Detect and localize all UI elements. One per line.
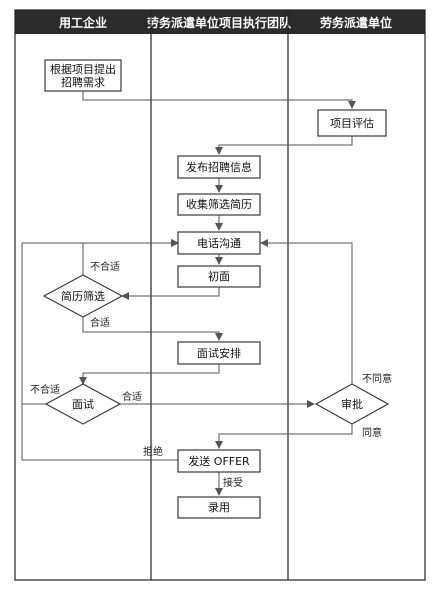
diagram-frame xyxy=(14,9,426,581)
decision-approval-label: 审批 xyxy=(341,397,363,411)
label-screen-reject: 不合适 xyxy=(90,260,120,273)
label-offer-refuse: 拒绝 xyxy=(143,445,163,458)
edge-offer-refuse xyxy=(21,404,178,461)
label-approve-reject: 不同意 xyxy=(362,372,392,385)
edge-first-to-screen xyxy=(121,287,220,300)
node-collect-label: 收集筛选简历 xyxy=(186,197,252,211)
label-offer-accept: 接受 xyxy=(223,476,243,489)
node-arrange-interview[interactable]: 面试安排 xyxy=(177,341,261,365)
edge-arrange-to-interview xyxy=(79,364,220,385)
node-hire-label: 录用 xyxy=(208,501,230,514)
edges xyxy=(21,91,356,496)
lane-title-dispatch: 劳务派遣单位 xyxy=(320,15,392,30)
node-arrange-label: 面试安排 xyxy=(197,346,241,360)
node-propose-line1: 根据项目提出 xyxy=(50,62,116,76)
decision-screen-label: 简历筛选 xyxy=(61,289,105,303)
lane-header-bar: 用工企业 劳务派遣单位项目执行团队 劳务派遣单位 xyxy=(15,10,425,34)
node-propose-demand[interactable]: 根据项目提出 招聘需求 xyxy=(44,59,122,92)
edge-screen-pass xyxy=(82,317,223,341)
label-approve-pass: 同意 xyxy=(362,426,382,439)
lane-title-team: 劳务派遣单位项目执行团队 xyxy=(147,15,292,30)
lane-title-enterprise: 用工企业 xyxy=(58,15,107,30)
node-project-evaluation[interactable]: 项目评估 xyxy=(317,109,387,137)
node-publish-recruitment[interactable]: 发布招聘信息 xyxy=(177,155,261,179)
decision-interview[interactable]: 面试 xyxy=(44,383,122,425)
node-propose-line2: 招聘需求 xyxy=(61,75,105,89)
header-background xyxy=(15,10,425,34)
edge-propose-to-evaluate xyxy=(82,91,356,109)
edge-approve-reject xyxy=(260,239,353,384)
label-interview-reject: 不合适 xyxy=(30,383,60,396)
edge-labels: 不合适 合适 不合适 合适 不同意 同意 拒绝 接受 xyxy=(30,260,392,489)
label-screen-pass: 合适 xyxy=(90,316,110,329)
decision-approval[interactable]: 审批 xyxy=(314,383,390,425)
node-send-offer[interactable]: 发送 OFFER xyxy=(177,449,261,473)
edge-evaluate-to-publish xyxy=(215,136,353,155)
label-interview-pass: 合适 xyxy=(122,390,142,403)
node-hire[interactable]: 录用 xyxy=(177,496,261,519)
decision-interview-label: 面试 xyxy=(72,398,94,411)
node-first-interview-label: 初面 xyxy=(208,269,230,283)
node-first-interview[interactable]: 初面 xyxy=(177,265,261,288)
edge-interview-reject xyxy=(21,239,179,405)
node-collect-resumes[interactable]: 收集筛选简历 xyxy=(177,193,261,216)
node-publish-label: 发布招聘信息 xyxy=(186,160,252,174)
edge-approve-pass xyxy=(215,424,353,449)
node-evaluate-label: 项目评估 xyxy=(330,117,374,130)
node-phone-call[interactable]: 电话沟通 xyxy=(177,231,261,255)
node-send-offer-label: 发送 OFFER xyxy=(188,454,250,468)
node-phone-label: 电话沟通 xyxy=(197,237,241,250)
decision-resume-screening[interactable]: 简历筛选 xyxy=(42,274,124,318)
